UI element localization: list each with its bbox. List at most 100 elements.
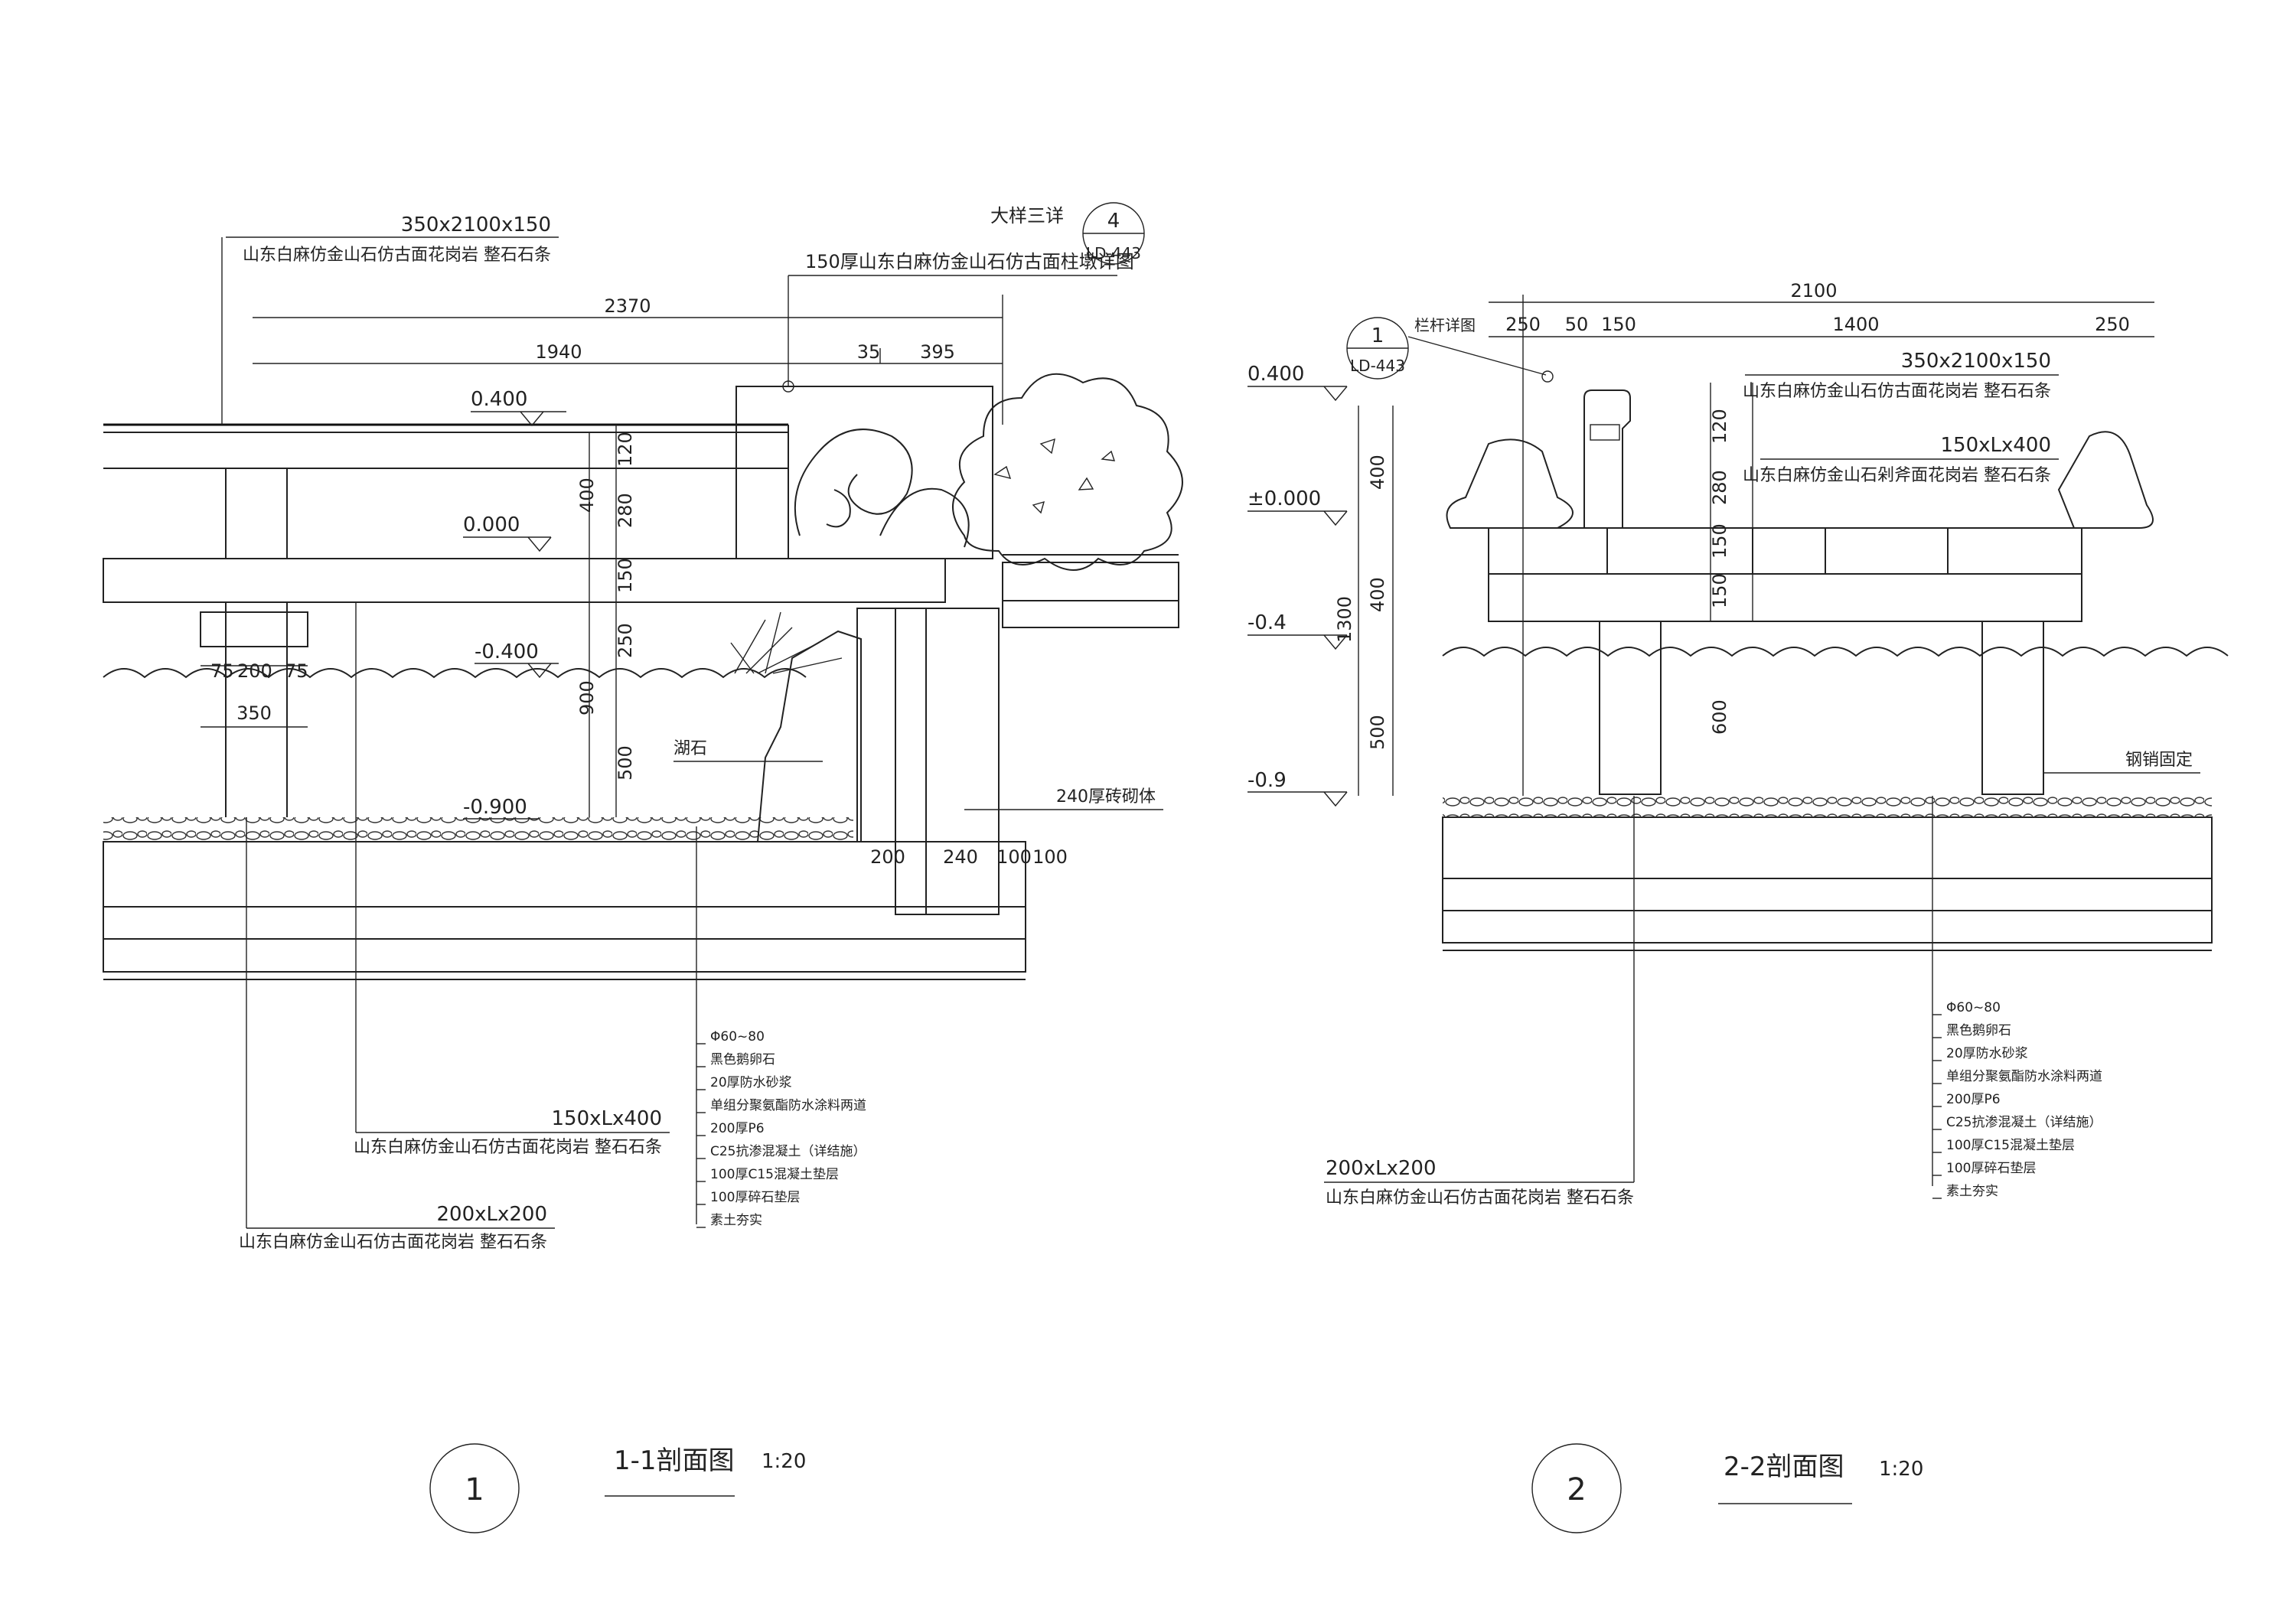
shrub-icon — [952, 373, 1183, 571]
mid-stone-desc: 山东白麻仿金山石仿古面花岗岩 整石石条 — [354, 1138, 662, 1157]
s2-mid-stone-size: 150xLx400 — [1940, 434, 2051, 457]
section-1-title-number: 1 — [465, 1472, 484, 1507]
detail-ref-label: 大样三详 — [990, 205, 1064, 227]
dim-200: 200 — [237, 660, 272, 682]
vdim2-120: 120 — [1709, 409, 1730, 444]
layer-label: 素土夯实 — [710, 1213, 762, 1228]
rail-callout-number: 1 — [1371, 324, 1384, 347]
rail-callout-sheet: LD-443 — [1350, 357, 1405, 375]
section-2-2: 2100 250 50 150 1400 250 120 280 150 150… — [1247, 280, 2229, 1533]
level2-minus-04: -0.4 — [1247, 611, 1287, 634]
granite-strip-200 — [200, 611, 308, 647]
layer-label: 200厚P6 — [710, 1121, 765, 1136]
brick-wall-240 — [925, 608, 1000, 915]
column-pier — [735, 386, 993, 559]
vdim-280: 280 — [615, 493, 636, 528]
pebble-layer-2 — [1443, 794, 2212, 817]
s2-top-stone-desc: 山东白麻仿金山石仿古面花岗岩 整石石条 — [1743, 382, 2051, 401]
dim-1400: 1400 — [1832, 314, 1879, 335]
concrete-wall — [895, 608, 1000, 915]
vdim2-280: 280 — [1709, 470, 1730, 505]
dim-250b: 250 — [2095, 314, 2130, 335]
s2-low-stone-size: 200xLx200 — [1326, 1157, 1437, 1180]
section-1-title: 1-1剖面图 — [614, 1445, 735, 1476]
vdim2-150b: 150 — [1709, 573, 1730, 608]
section-2-scale: 1:20 — [1879, 1458, 1923, 1481]
gravel-cushion-layer — [103, 938, 1026, 973]
scroll-ornament — [794, 429, 970, 548]
planting-soil — [1002, 562, 1179, 601]
dim-150: 150 — [1601, 314, 1636, 335]
section-1-layer-list: Φ60~80黑色鹅卵石20厚防水砂浆单组分聚氨酯防水涂料两道200厚P6C25抗… — [696, 1029, 866, 1228]
dim-b240: 240 — [943, 846, 978, 868]
s2-top-stone-size: 350x2100x150 — [1901, 350, 2051, 373]
low-stone-desc: 山东白麻仿金山石仿古面花岗岩 整石石条 — [239, 1233, 547, 1252]
vdim-400: 400 — [576, 477, 598, 513]
level2-0400: 0.400 — [1247, 363, 1304, 386]
dim-35: 35 — [857, 341, 881, 363]
section-2-dimensions: 2100 250 50 150 1400 250 120 280 150 150… — [1334, 280, 2154, 750]
vdim2-1300: 1300 — [1334, 596, 1355, 643]
dim-250a: 250 — [1505, 314, 1541, 335]
layer-label: Φ60~80 — [1946, 1000, 2001, 1015]
section-2-title: 2-2剖面图 — [1724, 1452, 1844, 1482]
dim-2370: 2370 — [604, 295, 651, 317]
support-pier-left — [1599, 621, 1662, 795]
s2-mid-stone-desc: 山东白麻仿金山石剁斧面花岗岩 整石石条 — [1743, 466, 2051, 485]
section-1-scale: 1:20 — [762, 1450, 806, 1473]
dim-75b: 75 — [285, 660, 308, 682]
dim-395: 395 — [920, 341, 955, 363]
c15-cushion-layer — [103, 906, 1026, 940]
section-1-levels: 0.400 0.000 -0.400 -0.900 — [463, 388, 566, 820]
top-stone-size: 350x2100x150 — [401, 213, 551, 236]
detail-callout-sheet: LD-443 — [1086, 244, 1141, 262]
vdim-250: 250 — [615, 623, 636, 658]
rock-left — [1446, 438, 1574, 529]
layer-label: C25抗渗混凝土（详结施） — [710, 1144, 866, 1159]
layer-label: 单组分聚氨酯防水涂料两道 — [1946, 1069, 2102, 1084]
baluster — [1583, 389, 1631, 528]
detail-desc: 150厚山东白麻仿金山石仿古面柱墩详图 — [805, 251, 1134, 272]
section-2-layer-list: Φ60~80黑色鹅卵石20厚防水砂浆单组分聚氨酯防水涂料两道200厚P6C25抗… — [1932, 1000, 2102, 1199]
support-pier-right — [1981, 621, 2044, 795]
dim-2100: 2100 — [1790, 280, 1837, 301]
layer-label: 100厚C15混凝土垫层 — [710, 1167, 839, 1182]
dim-b200: 200 — [870, 846, 905, 868]
level-minus-0900: -0.900 — [463, 796, 527, 819]
layer-label: 200厚P6 — [1946, 1092, 2001, 1107]
section-2-title-circle — [1531, 1443, 1622, 1533]
section-1-dimensions: 2370 1940 35 395 75 200 75 350 200 240 1… — [201, 295, 1068, 868]
water-surface-2 — [1442, 647, 2229, 657]
layer-label: 素土夯实 — [1946, 1184, 1998, 1199]
lake-stone — [756, 630, 862, 842]
layer-label: 100厚碎石垫层 — [1946, 1161, 2036, 1176]
vdim2-150a: 150 — [1709, 523, 1730, 559]
dim-75a: 75 — [210, 660, 234, 682]
layer-label: 20厚防水砂浆 — [710, 1075, 792, 1090]
vdim2-400b: 400 — [1367, 577, 1388, 612]
wall-cap — [856, 608, 896, 842]
water-surface-1 — [103, 668, 807, 679]
granite-beam-2 — [1488, 573, 2082, 622]
section-1-title-circle — [429, 1443, 520, 1533]
dim-1940: 1940 — [535, 341, 582, 363]
dim-50: 50 — [1565, 314, 1589, 335]
rock-right — [2057, 431, 2154, 529]
brick-label: 240厚砖砌体 — [1056, 787, 1156, 807]
lake-stone-label: 湖石 — [673, 739, 707, 758]
level-minus-0400: -0.400 — [475, 640, 539, 663]
layer-label: C25抗渗混凝土（详结施） — [1946, 1115, 2102, 1130]
s2-low-stone-desc: 山东白麻仿金山石仿古面花岗岩 整石石条 — [1326, 1188, 1634, 1207]
vdim-120: 120 — [615, 432, 636, 467]
layer-label: 100厚碎石垫层 — [710, 1190, 800, 1205]
layer-label: 20厚防水砂浆 — [1946, 1046, 2028, 1061]
layer-label: 单组分聚氨酯防水涂料两道 — [710, 1098, 866, 1113]
granite-top-slab-2 — [1488, 527, 2082, 575]
grass-tuft — [730, 611, 843, 674]
section-2-levels: 0.400 ±0.000 -0.4 -0.9 — [1247, 363, 1348, 807]
vdim2-400a: 400 — [1367, 455, 1388, 490]
dim-b100a: 100 — [996, 846, 1032, 868]
vdim2-500: 500 — [1367, 715, 1388, 750]
level2-minus-09: -0.9 — [1247, 769, 1287, 792]
